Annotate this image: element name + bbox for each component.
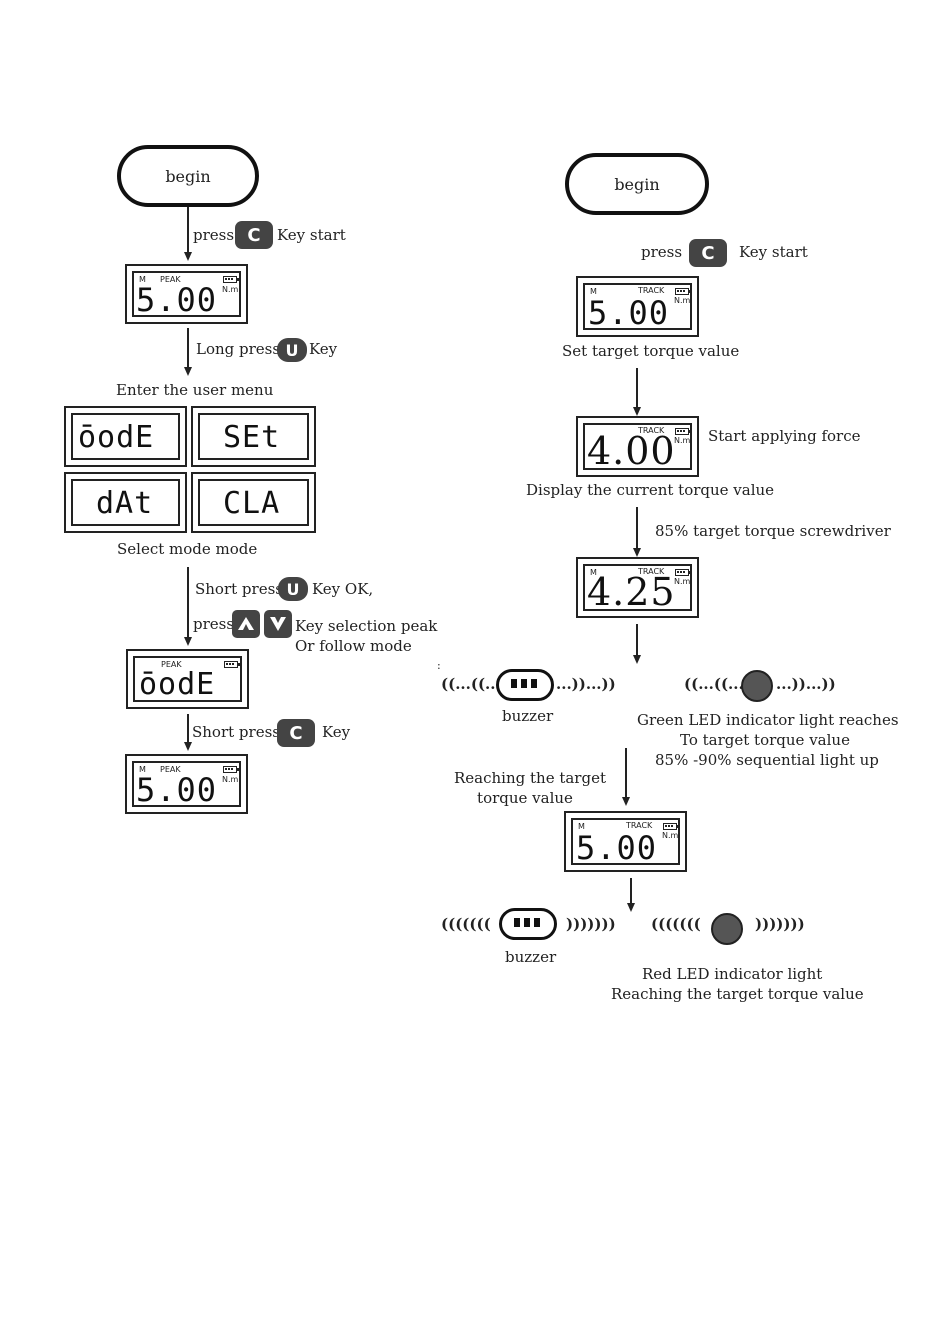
pct-85-label: 85% target torque screwdriver — [655, 522, 891, 540]
left-lcd-display-2: PEAK ōodE — [126, 649, 249, 709]
lcd-unit: N.m — [674, 577, 691, 586]
lcd-mode-indicator: PEAK — [161, 660, 182, 669]
left-begin-node: begin — [117, 145, 259, 207]
buzzer-wave-right-1: ...))...)) — [556, 675, 616, 693]
lcd-unit: N.m — [662, 831, 679, 840]
lcd-unit: N.m — [674, 296, 691, 305]
left-begin-label: begin — [165, 166, 211, 186]
green-led-icon — [741, 670, 773, 702]
right-key-start-label: Key start — [739, 243, 808, 261]
lcd-value: 4.25 — [587, 570, 676, 614]
buzzer-label-2: buzzer — [505, 948, 557, 966]
left-key-label: Key — [309, 340, 338, 358]
up-key-icon — [232, 610, 260, 638]
lcd-mode-indicator: TRACK — [638, 286, 665, 295]
lcd-m-indicator: M — [590, 287, 597, 296]
lcd-mode-indicator: TRACK — [638, 567, 665, 576]
lcd-m-indicator: M — [578, 822, 585, 831]
battery-icon — [223, 766, 239, 773]
key-ok-label: Key OK, — [312, 580, 374, 598]
led-wave-right-2: ))))))) — [755, 915, 805, 933]
left-press-label-2: press — [193, 615, 235, 633]
buzzer-wave-left-1: ((...((... — [441, 675, 501, 693]
menu-item-mode: ōodE — [64, 406, 187, 467]
right-begin-node: begin — [565, 153, 709, 215]
right-lcd-display-1: M TRACK N.m 5.00 — [576, 276, 699, 337]
red-led-line-1: Red LED indicator light — [642, 965, 823, 983]
start-force-label: Start applying force — [708, 427, 861, 445]
lcd-value: 5.00 — [588, 294, 670, 332]
lcd-value: 5.00 — [136, 281, 218, 319]
battery-icon — [675, 569, 691, 576]
red-led-line-2: Reaching the target torque value — [611, 985, 864, 1003]
lcd-m-indicator: M — [139, 275, 146, 284]
battery-icon — [223, 276, 239, 283]
c-key-icon-2: C — [277, 719, 315, 747]
buzzer-icon-2 — [499, 908, 557, 940]
left-short-press-label-2: Short press — [192, 723, 280, 741]
lcd-mode-indicator: PEAK — [160, 275, 181, 284]
set-target-label: Set target torque value — [562, 342, 740, 360]
menu-item-set: SEt — [191, 406, 316, 467]
menu-item-dat: dAt — [64, 472, 187, 533]
down-key-icon — [264, 610, 292, 638]
led-wave-left-1: ((...((... — [684, 675, 744, 693]
red-led-icon — [711, 913, 743, 945]
lcd-mode-indicator: TRACK — [638, 426, 665, 435]
colon-mark: : — [437, 659, 441, 672]
buzzer-wave-left-2: ((((((( — [441, 915, 491, 933]
menu-item-cla: CLA — [191, 472, 316, 533]
follow-mode-label: Or follow mode — [295, 637, 412, 655]
buzzer-wave-right-2: ))))))) — [566, 915, 616, 933]
lcd-unit: N.m — [222, 285, 239, 294]
battery-icon — [675, 428, 691, 435]
lcd-value: 5.00 — [576, 829, 658, 867]
lcd-m-indicator: M — [139, 765, 146, 774]
c-key-icon-right: C — [689, 239, 727, 267]
c-key-icon: C — [235, 221, 273, 249]
lcd-mode-indicator: TRACK — [626, 821, 653, 830]
key-selection-label: Key selection peak — [295, 617, 438, 635]
lcd-unit: N.m — [222, 775, 239, 784]
left-key-start-label: Key start — [277, 226, 346, 244]
left-lcd-display-1: M PEAK N.m 5.00 — [125, 264, 248, 324]
u-key-icon: U — [277, 338, 307, 362]
lcd-unit: N.m — [674, 436, 691, 445]
lcd-value: 4.00 — [587, 429, 676, 473]
lcd-mode-indicator: PEAK — [160, 765, 181, 774]
enter-user-menu-label: Enter the user menu — [116, 381, 274, 399]
left-key-label-2: Key — [322, 723, 351, 741]
left-short-press-label: Short press — [195, 580, 283, 598]
reaching-target-line-1: Reaching the target — [454, 769, 606, 787]
left-lcd-display-3: M PEAK N.m 5.00 — [125, 754, 248, 814]
display-current-label: Display the current torque value — [526, 481, 775, 499]
reaching-target-line-2: torque value — [477, 789, 573, 807]
left-press-label: press — [193, 226, 235, 244]
battery-icon — [663, 823, 679, 830]
green-led-line-2: To target torque value — [680, 731, 850, 749]
lcd-value: 5.00 — [136, 771, 218, 809]
right-lcd-display-3: M TRACK N.m 4.25 — [576, 557, 699, 618]
green-led-line-3: 85% -90% sequential light up — [655, 751, 879, 769]
battery-icon — [224, 661, 240, 668]
left-long-press-label: Long press — [196, 340, 281, 358]
right-lcd-display-4: M TRACK N.m 5.00 — [564, 811, 687, 872]
u-key-icon-2: U — [278, 577, 308, 601]
buzzer-label-1: buzzer — [502, 707, 554, 725]
battery-icon — [675, 288, 691, 295]
green-led-line-1: Green LED indicator light reaches — [637, 711, 899, 729]
lcd-value: ōodE — [139, 667, 216, 702]
right-lcd-display-2: TRACK N.m 4.00 — [576, 416, 699, 477]
led-wave-left-2: ((((((( — [651, 915, 701, 933]
right-press-label: press — [641, 243, 683, 261]
buzzer-icon-1 — [496, 669, 554, 701]
lcd-m-indicator: M — [590, 568, 597, 577]
select-mode-label: Select mode mode — [117, 540, 258, 558]
right-begin-label: begin — [614, 174, 660, 194]
led-wave-right-1: ...))...)) — [776, 675, 836, 693]
